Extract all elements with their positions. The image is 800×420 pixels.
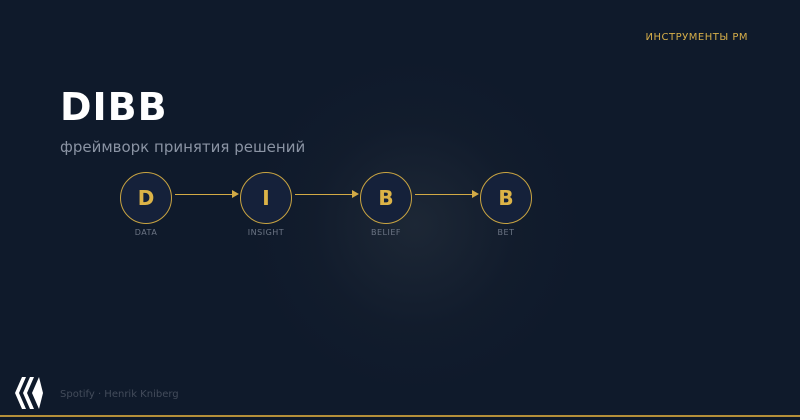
category-tag: ИНСТРУМЕНТЫ PM [645,32,748,43]
bottom-accent-line [0,415,800,417]
flow-arrow-line [415,194,473,195]
footer-source: Spotify · Henrik Kniberg [60,389,179,400]
step-caption: INSIGHT [247,228,285,237]
step-caption: BELIEF [370,228,401,237]
step-letter: B [378,186,394,210]
arrow-right-icon [472,190,479,198]
step-node-bet: B [480,172,532,224]
step-letter: I [262,186,270,210]
step-node-belief: B [360,172,412,224]
slide-subtitle: фреймворк принятия решений [60,138,306,156]
arrow-right-icon [352,190,359,198]
step-caption: BET [497,228,515,237]
step-letter: D [137,186,155,210]
slide-title: DIBB [60,85,168,129]
flow-arrow-line [295,194,353,195]
step-node-insight: I [240,172,292,224]
step-caption: DATA [134,228,158,237]
arrow-right-icon [232,190,239,198]
chevron-logo-icon [15,377,43,409]
flow-arrow-line [175,194,233,195]
step-node-data: D [120,172,172,224]
step-letter: B [498,186,514,210]
